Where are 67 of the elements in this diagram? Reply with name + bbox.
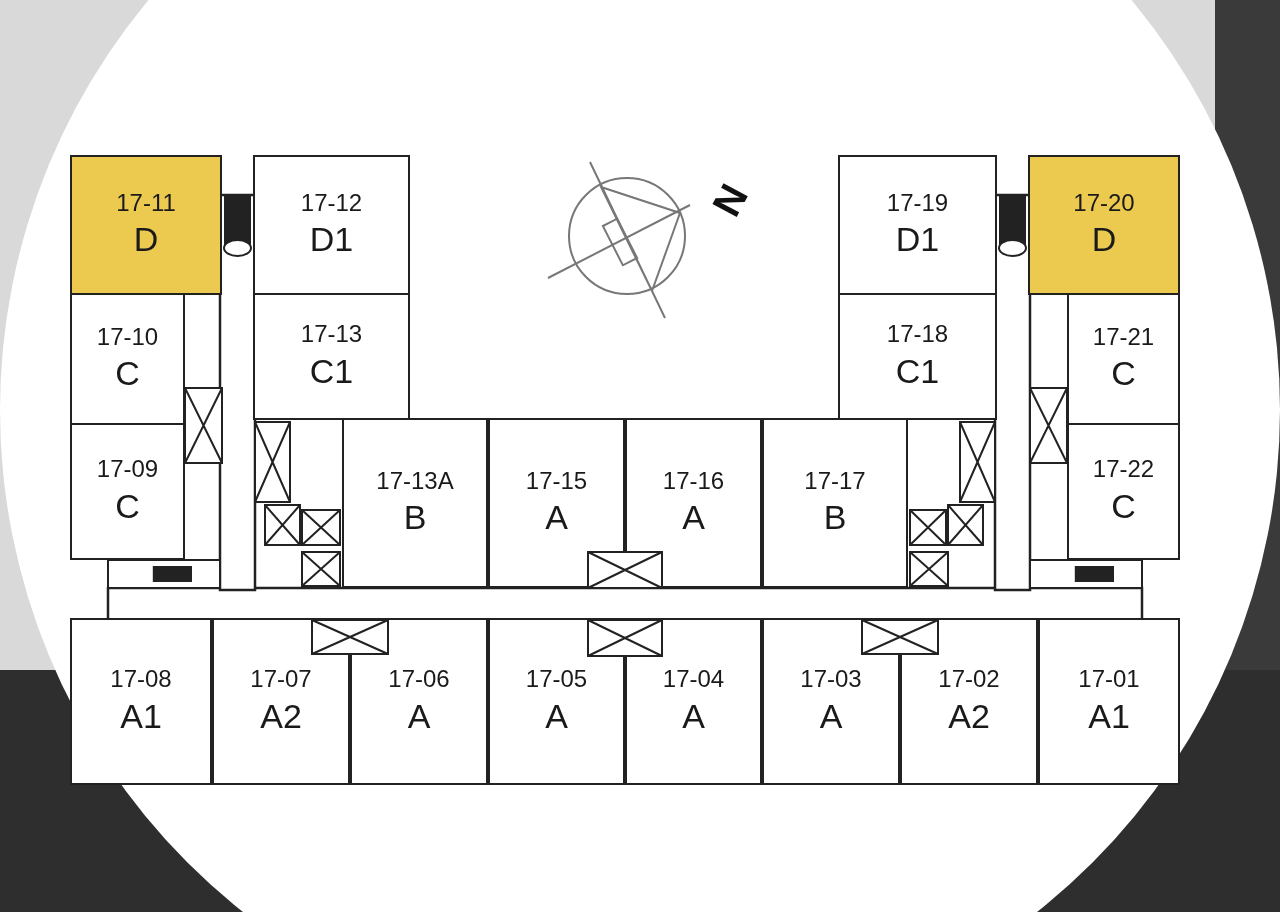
unit-number: 17-11 bbox=[116, 188, 176, 218]
unit-type: D1 bbox=[895, 219, 940, 261]
unit-number: 17-03 bbox=[800, 665, 862, 694]
unit-type: A bbox=[545, 695, 568, 737]
unit-number: 17-17 bbox=[804, 466, 866, 496]
unit-type: D bbox=[1091, 219, 1117, 261]
apartment-unit bbox=[900, 618, 1038, 785]
unit-type: B bbox=[403, 497, 427, 539]
unit-type: B bbox=[823, 497, 847, 539]
unit-number: 17-13 bbox=[300, 320, 363, 349]
unit-number: 17-01 bbox=[1078, 665, 1140, 694]
apartment-unit bbox=[488, 418, 625, 588]
unit-type: C bbox=[1111, 485, 1136, 527]
apartment-unit bbox=[762, 418, 908, 588]
unit-type: A bbox=[682, 497, 705, 539]
apartment-unit bbox=[253, 293, 410, 420]
apartment-unit bbox=[350, 618, 488, 785]
apartment-unit bbox=[1038, 618, 1180, 785]
apartment-unit bbox=[838, 293, 997, 420]
unit-type: A bbox=[407, 695, 431, 737]
apartment-unit bbox=[625, 618, 762, 785]
unit-number: 17-10 bbox=[96, 322, 159, 352]
unit-number: 17-18 bbox=[886, 320, 949, 349]
unit-number: 17-08 bbox=[110, 665, 172, 694]
unit-type: A2 bbox=[948, 695, 990, 737]
unit-type: A bbox=[682, 695, 705, 737]
unit-number: 17-12 bbox=[300, 188, 363, 218]
apartment-unit bbox=[342, 418, 488, 588]
apartment-unit bbox=[762, 618, 900, 785]
unit-type: D bbox=[133, 219, 159, 261]
unit-type: C bbox=[115, 353, 140, 395]
unit-number: 17-07 bbox=[250, 665, 312, 694]
unit-number: 17-19 bbox=[886, 188, 949, 218]
unit-number: 17-05 bbox=[525, 665, 588, 694]
unit-type: A1 bbox=[1088, 695, 1130, 737]
north-label: N bbox=[703, 176, 757, 224]
unit-number: 17-02 bbox=[938, 665, 1000, 694]
apartment-unit bbox=[253, 155, 410, 295]
unit-number: 17-04 bbox=[662, 665, 725, 694]
unit-type: C bbox=[1111, 353, 1136, 395]
unit-type: A bbox=[819, 695, 843, 737]
unit-type: A bbox=[545, 497, 568, 539]
unit-number: 17-16 bbox=[662, 466, 725, 496]
unit-number: 17-13A bbox=[376, 466, 454, 496]
apartment-unit bbox=[212, 618, 350, 785]
apartment-unit bbox=[1028, 155, 1180, 295]
unit-number: 17-21 bbox=[1092, 322, 1155, 352]
unit-type: C1 bbox=[895, 350, 940, 392]
unit-number: 17-15 bbox=[525, 466, 588, 496]
apartment-unit bbox=[488, 618, 625, 785]
unit-number: 17-09 bbox=[96, 455, 159, 484]
apartment-unit bbox=[838, 155, 997, 295]
unit-type: A1 bbox=[120, 695, 162, 737]
apartment-unit bbox=[70, 618, 212, 785]
unit-type: C1 bbox=[309, 350, 354, 392]
apartment-unit bbox=[1067, 293, 1180, 425]
apartment-unit bbox=[1067, 423, 1180, 560]
unit-type: A2 bbox=[260, 695, 302, 737]
unit-number: 17-22 bbox=[1092, 455, 1155, 484]
apartment-unit bbox=[70, 423, 185, 560]
apartment-unit bbox=[70, 293, 185, 425]
unit-type: C bbox=[115, 485, 140, 527]
unit-type: D1 bbox=[309, 219, 354, 261]
apartment-unit bbox=[625, 418, 762, 588]
unit-number: 17-20 bbox=[1073, 188, 1135, 218]
apartment-unit bbox=[70, 155, 222, 295]
unit-number: 17-06 bbox=[388, 665, 450, 694]
